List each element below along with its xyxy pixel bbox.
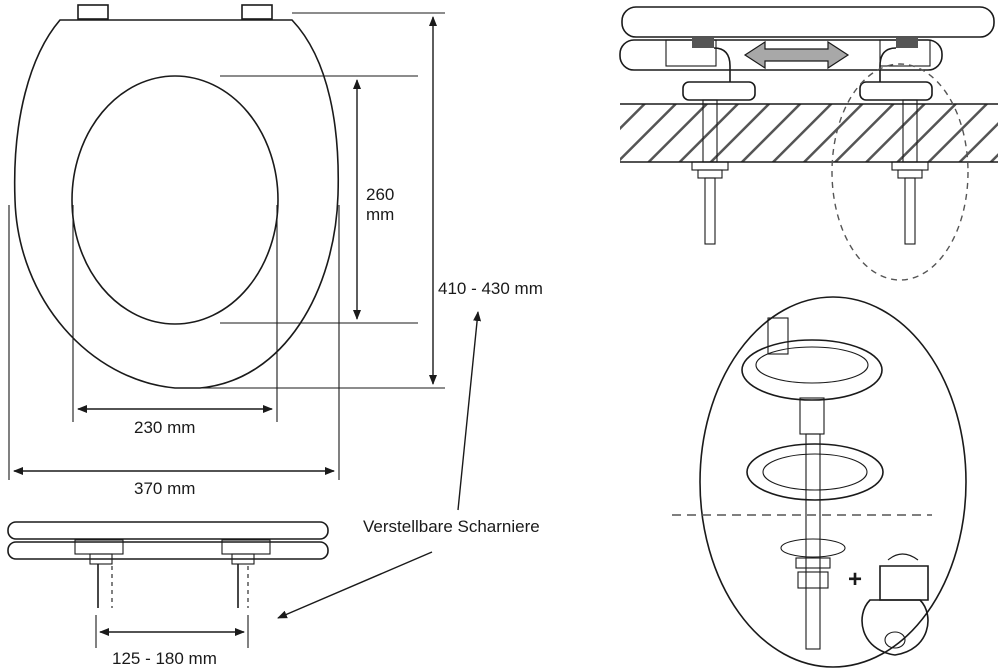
detail-lower-washer (780, 538, 846, 558)
detail-bolt-shank (799, 397, 825, 435)
hinge-callout: Verstellbare Scharniere (277, 311, 540, 619)
detail-ellipse (699, 296, 967, 668)
side-hinge-right (221, 539, 271, 608)
callout-arrow-down (277, 551, 433, 619)
side-hinge-left (74, 539, 124, 608)
section-bolt-right (891, 99, 929, 245)
side-seat (7, 541, 329, 560)
hinge-tab-right (241, 4, 273, 20)
label-inner-depth-value: 260 (366, 185, 394, 204)
detail-threaded-rod (805, 433, 821, 650)
hinge-mount-section (619, 6, 998, 281)
seat-outer-outline (13, 19, 340, 389)
detail-base-disc (741, 339, 883, 401)
section-hinge-left (665, 38, 756, 101)
side-lid (7, 521, 329, 540)
section-lid (621, 6, 995, 38)
section-ceramic-hatched (620, 104, 998, 162)
label-hinge-spacing: 125 - 180 mm (112, 649, 217, 668)
detail-highlight-ellipse (831, 63, 969, 281)
label-inner-depth-unit: mm (366, 205, 394, 224)
seat-inner-opening (71, 75, 279, 325)
hinge-tab-left (77, 4, 109, 20)
detail-tool-icon (861, 553, 929, 656)
section-hinge-right (859, 38, 933, 101)
detail-nut (797, 571, 829, 589)
adjust-slide-arrow (743, 40, 850, 70)
section-bolt-left (691, 99, 729, 245)
plus-sign: + (848, 566, 862, 593)
bolt-exploded-detail: + (672, 296, 967, 668)
detail-washer-ring (746, 443, 884, 501)
seat-top-view: 260 mm 410 - 430 mm 230 mm 370 mm (8, 4, 543, 498)
callout-arrow-up (457, 311, 482, 511)
detail-hinge-post (767, 317, 789, 355)
label-inner-width: 230 mm (134, 418, 195, 437)
section-seat (619, 39, 943, 71)
label-total-length: 410 - 430 mm (438, 279, 543, 298)
seat-side-view: 125 - 180 mm (7, 521, 329, 668)
label-outer-width: 370 mm (134, 479, 195, 498)
label-hinge-callout: Verstellbare Scharniere (363, 517, 540, 536)
